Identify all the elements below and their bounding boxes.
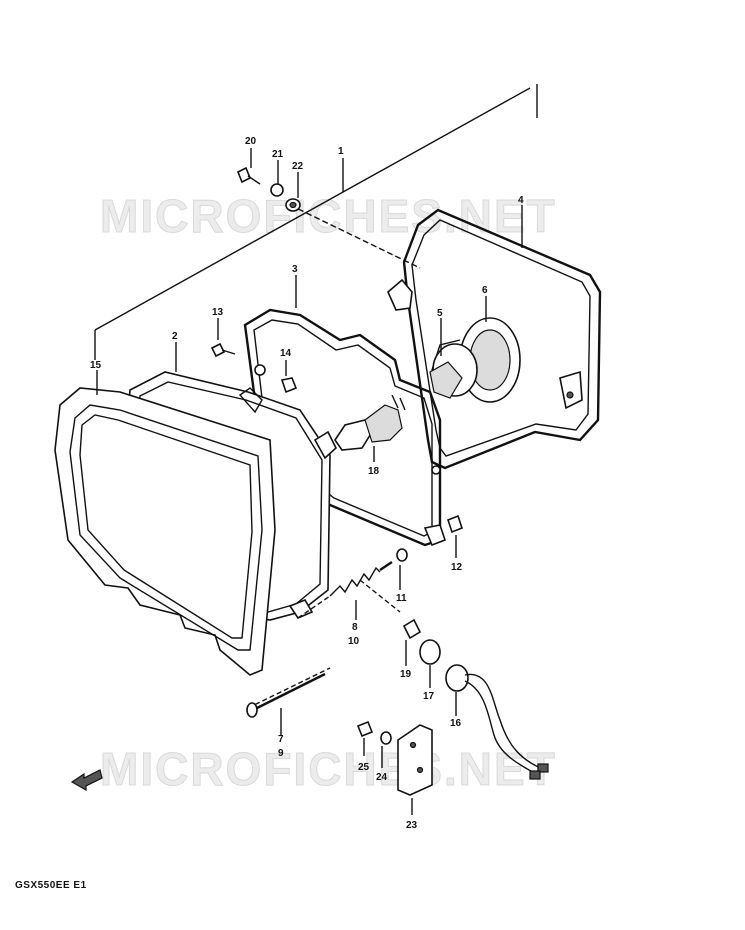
part-14-nut — [280, 377, 298, 394]
callout-10: 10 — [348, 636, 360, 647]
callout-24: 24 — [376, 772, 388, 783]
part-4-housing-frame — [387, 208, 602, 470]
part-11-washer — [396, 548, 408, 562]
part-22-washer — [285, 198, 301, 212]
callout-23: 23 — [406, 820, 418, 831]
part-25-nut — [356, 720, 374, 738]
callout-13: 13 — [212, 307, 224, 318]
part-15-headlight-rim — [54, 387, 276, 676]
callout-21: 21 — [272, 149, 284, 160]
callout-6: 6 — [482, 285, 488, 296]
model-code-label: GSX550EE E1 — [15, 880, 87, 891]
callout-2: 2 — [172, 331, 178, 342]
callout-15: 15 — [90, 360, 102, 371]
part-8-adjusting-spring — [329, 561, 393, 597]
part-21-nut — [270, 183, 284, 197]
callout-3: 3 — [292, 264, 298, 275]
callout-16: 16 — [450, 718, 462, 729]
leader-dash-c — [247, 667, 331, 709]
part-18-bulb — [334, 394, 406, 451]
callout-12: 12 — [451, 562, 463, 573]
callout-11: 11 — [396, 593, 407, 604]
leader-dash-b — [359, 579, 401, 613]
part-16-wiring-socket — [445, 664, 549, 780]
callout-25: 25 — [358, 762, 370, 773]
callout-17: 17 — [423, 691, 435, 702]
part-19-position-bulb — [402, 618, 422, 640]
part-24-washer — [380, 731, 392, 745]
part-13-bolt — [210, 342, 236, 358]
callout-20: 20 — [245, 136, 257, 147]
callout-14: 14 — [280, 348, 292, 359]
callout-18: 18 — [368, 466, 380, 477]
callout-labels: 1 2 3 4 5 6 7 8 9 10 11 12 13 14 15 16 1… — [90, 136, 524, 831]
callout-5: 5 — [437, 308, 443, 319]
part-5-bulb-socket — [429, 343, 478, 399]
callout-7: 7 — [278, 734, 284, 745]
part-23-plate — [397, 724, 433, 796]
leader-lines — [96, 148, 523, 815]
front-direction-arrow-icon — [70, 769, 103, 792]
watermark-bottom: MICROFICHES.NET — [100, 743, 557, 795]
part-20-bolt — [236, 166, 261, 185]
assembly-bracket-line — [94, 84, 538, 360]
callout-19: 19 — [400, 669, 412, 680]
callout-9: 9 — [278, 748, 284, 759]
watermark-top: MICROFICHES.NET — [100, 190, 557, 242]
leader-dash-a — [297, 595, 331, 619]
callout-8: 8 — [352, 622, 358, 633]
part-7-screw — [246, 672, 326, 718]
callout-4: 4 — [518, 195, 524, 206]
part-17-socket — [419, 639, 441, 665]
callout-1: 1 — [338, 146, 344, 157]
part-12-nut — [447, 514, 463, 534]
callout-22: 22 — [292, 161, 304, 172]
